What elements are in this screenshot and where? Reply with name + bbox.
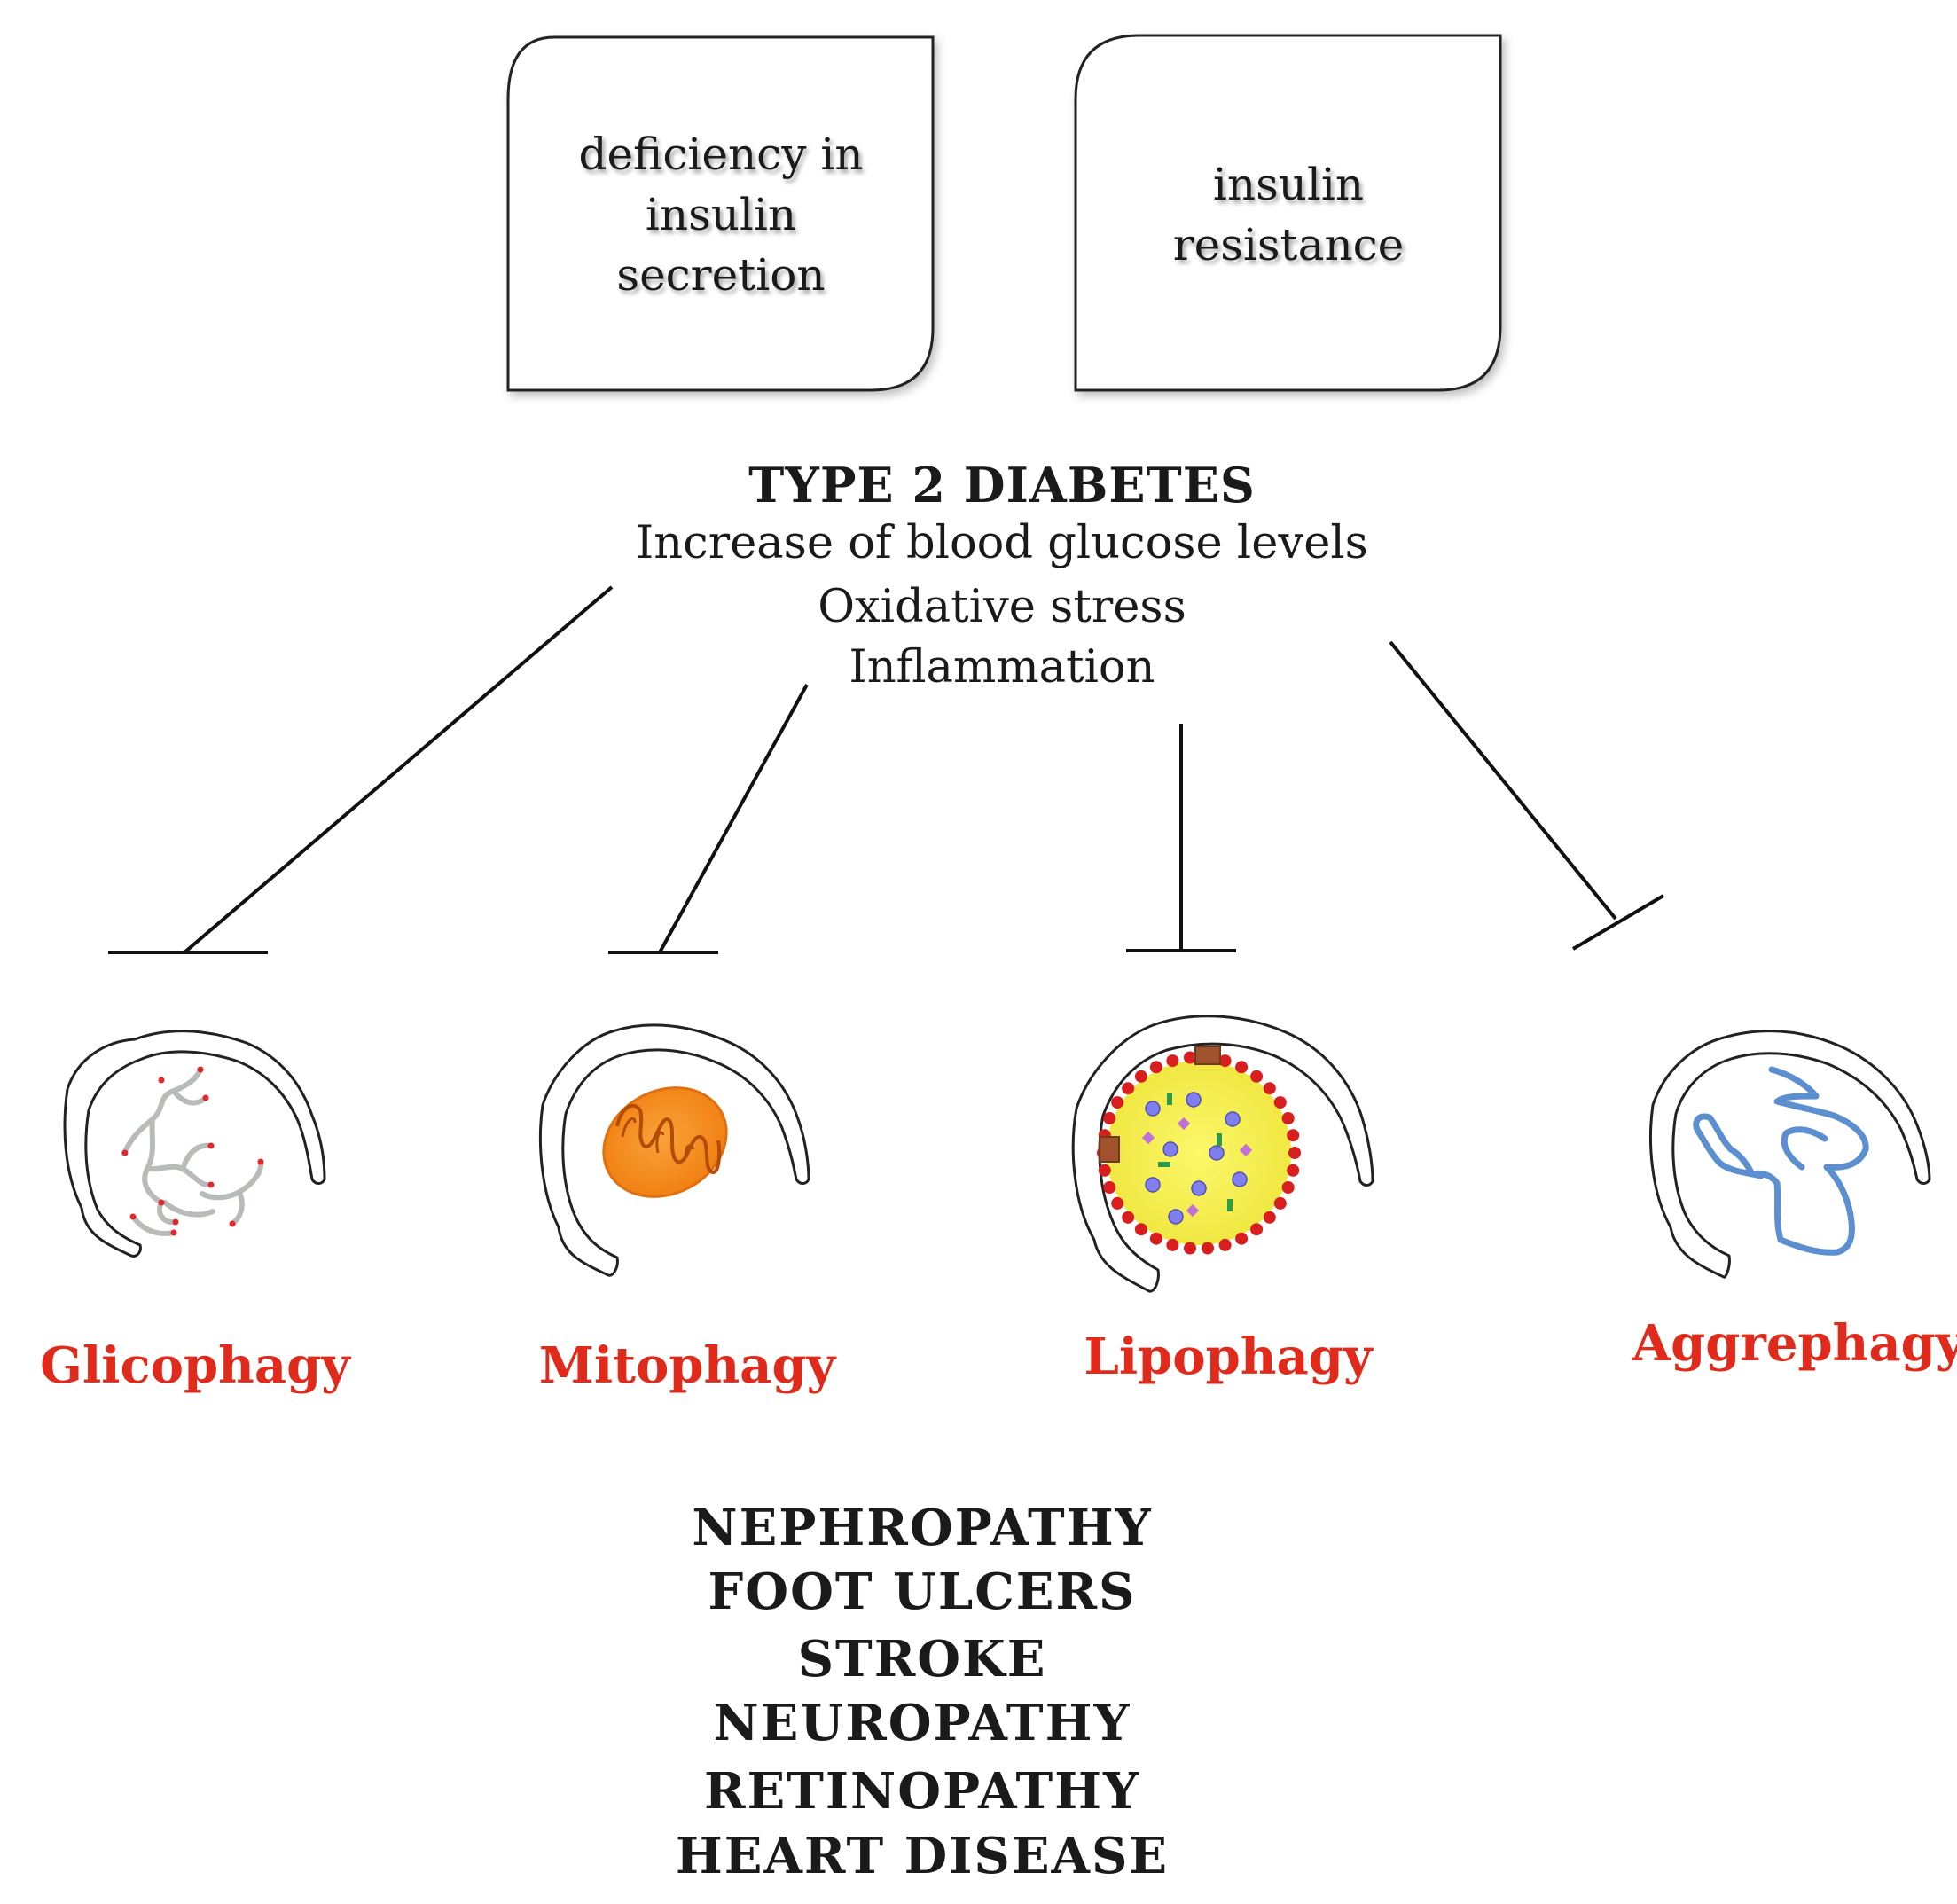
lipid-head-dot xyxy=(1273,1096,1287,1109)
lipid-head-dot xyxy=(1273,1196,1287,1210)
inhibition-line-glicophagy xyxy=(183,585,614,954)
phagophores xyxy=(63,1015,1931,1293)
lipid-head-dot xyxy=(1122,1211,1135,1224)
lipid-head-dot xyxy=(1202,1242,1214,1255)
complication-item: FOOT ULCERS xyxy=(708,1563,1137,1621)
lipid-head-dot xyxy=(1250,1070,1264,1083)
box-line: insulin xyxy=(1212,159,1365,210)
lipid-head-dot xyxy=(1166,1238,1179,1251)
phagophore-4 xyxy=(1649,1030,1931,1279)
lipid-head-dot xyxy=(1122,1082,1135,1095)
center-title: TYPE 2 DIABETES xyxy=(748,457,1256,513)
box-insulin-secretion xyxy=(506,35,935,392)
lipid-head-dot xyxy=(1287,1129,1300,1142)
box-line: deficiency in xyxy=(578,129,864,180)
lipid-head-dot xyxy=(1281,1181,1295,1194)
center-line: Increase of blood glucose levels xyxy=(636,517,1368,569)
box-insulin-resistance-text: insulin resistance xyxy=(1098,154,1479,275)
lipid-droplet-icon xyxy=(1097,1046,1301,1255)
mitochondrion-icon xyxy=(602,1086,728,1198)
lipid-head-dot xyxy=(1111,1096,1124,1109)
inhibition-lines xyxy=(108,585,1665,954)
inhibition-bar-aggrephagy xyxy=(1571,894,1665,951)
lipid-head-dot xyxy=(1281,1112,1295,1124)
box-line: secretion xyxy=(616,249,826,301)
lipid-head-dot xyxy=(1263,1211,1276,1224)
complication-item: RETINOPATHY xyxy=(703,1762,1141,1821)
label-glicophagy: Glicophagy xyxy=(40,1336,350,1395)
label-mitophagy: Mitophagy xyxy=(538,1336,836,1395)
center-line: Oxidative stress xyxy=(818,581,1186,633)
lipid-head-dot xyxy=(1250,1223,1264,1236)
lipid-head-dot xyxy=(1166,1054,1179,1068)
complication-item: HEART DISEASE xyxy=(675,1827,1170,1885)
lipid-head-dot xyxy=(1103,1181,1116,1194)
complication-item: STROKE xyxy=(797,1630,1047,1689)
lipid-head-dot xyxy=(1134,1070,1147,1083)
lipid-head-dot xyxy=(1184,1242,1196,1255)
phagophore-2 xyxy=(538,1023,810,1277)
inhibition-line-aggrephagy xyxy=(1389,640,1617,921)
lipid-head-dot xyxy=(1287,1164,1300,1177)
lipid-head-dot xyxy=(1098,1164,1111,1177)
complication-item: NEPHROPATHY xyxy=(692,1499,1153,1557)
center-line: Inflammation xyxy=(849,641,1155,693)
lipid-head-dot xyxy=(1235,1061,1249,1074)
phagophore-1 xyxy=(63,1030,326,1258)
complication-item: NEUROPATHY xyxy=(713,1694,1131,1752)
box-line: resistance xyxy=(1172,219,1405,270)
lipid-head-dot xyxy=(1235,1232,1249,1245)
protein-aggregate-icon xyxy=(1693,1066,1869,1256)
box-insulin-resistance xyxy=(1074,34,1502,392)
label-aggrephagy: Aggrephagy xyxy=(1632,1314,1957,1373)
box-line: insulin xyxy=(645,189,797,240)
lipid-head-dot xyxy=(1134,1223,1147,1236)
lipid-head-dot xyxy=(1184,1051,1196,1064)
inhibition-line-mitophagy xyxy=(658,684,809,953)
label-lipophagy: Lipophagy xyxy=(1084,1328,1373,1386)
lipid-head-dot xyxy=(1218,1054,1232,1068)
glycogen-icon xyxy=(121,1066,264,1236)
lipid-head-dot xyxy=(1149,1061,1162,1074)
box-insulin-secretion-text: deficiency in insulin secretion xyxy=(517,124,925,305)
lipid-head-dot xyxy=(1218,1238,1232,1251)
lipid-head-dot xyxy=(1263,1082,1276,1095)
lipid-head-dot xyxy=(1111,1196,1124,1210)
lipid-head-dot xyxy=(1149,1232,1162,1245)
lipid-head-dot xyxy=(1288,1147,1301,1159)
lipid-head-dot xyxy=(1103,1112,1116,1124)
